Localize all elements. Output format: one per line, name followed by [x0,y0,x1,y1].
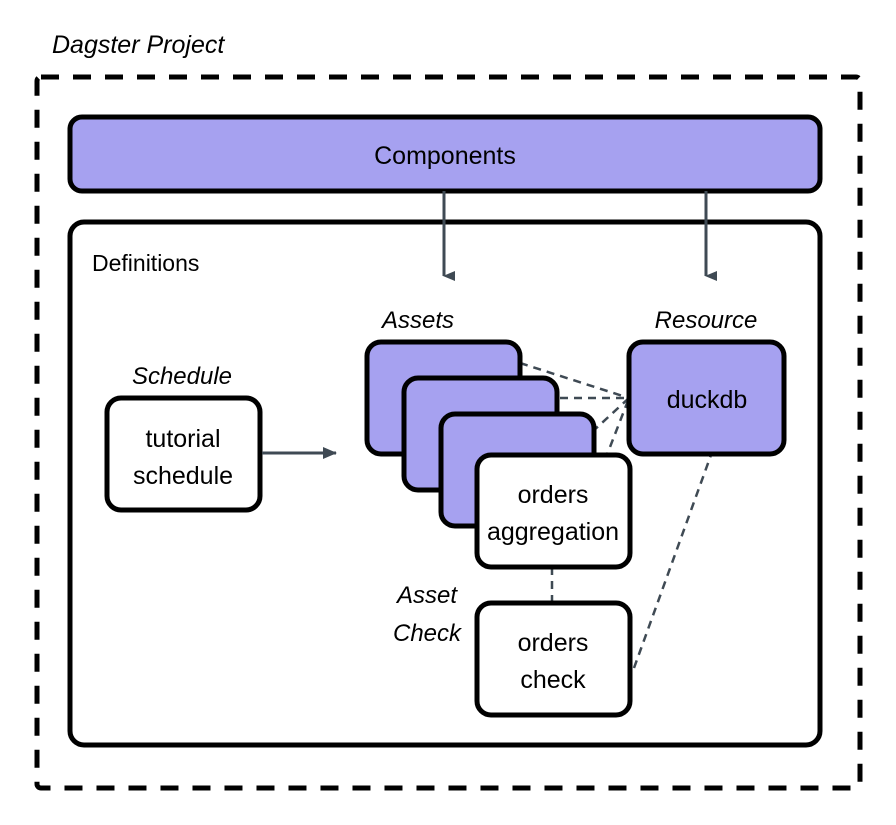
schedule-node-label-line2: schedule [133,462,233,490]
dagster-project-container [34,74,863,791]
dashed-edges-group [519,361,713,669]
orders-aggregation-label-line2: aggregation [487,518,619,546]
asset-check-group-label-line1: Asset [395,582,458,609]
orders-check-label-line2: check [520,666,586,694]
edge-orders-check-to-resource [632,454,713,669]
edge-orders-aggregation-to-resource [603,397,631,461]
asset-check-group-label-line2: Check [393,620,463,647]
resource-group-label: Resource [655,307,758,334]
schedule-node[interactable] [104,395,263,513]
orders-aggregation-node[interactable] [474,452,633,570]
duckdb-resource-label: duckdb [667,386,748,414]
orders-check-node[interactable] [474,600,633,718]
definitions-box-label: Definitions [92,250,199,276]
assets-group-label: Assets [380,307,454,334]
orders-check-label-line1: orders [518,629,589,657]
components-box-label: Components [374,142,516,170]
dagster-project-title: Dagster Project [52,31,225,59]
orders-aggregation-label-line1: orders [518,481,589,509]
duckdb-resource-node[interactable] [626,339,787,457]
edge-asset1-to-resource [519,361,630,400]
schedule-node-label-line1: tutorial [145,425,220,453]
schedule-group-label: Schedule [132,363,232,390]
